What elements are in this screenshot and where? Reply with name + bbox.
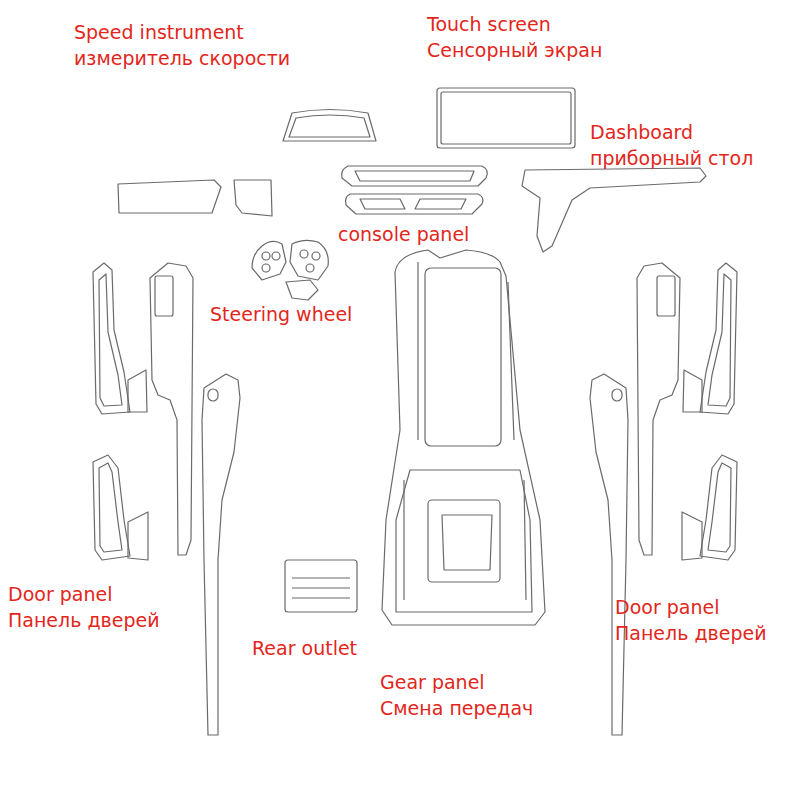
part-label: измеритель скорости: [74, 46, 290, 70]
part-label: Панель дверей: [615, 621, 767, 645]
part-label: приборный стол: [590, 146, 753, 170]
part-label: Dashboard: [590, 120, 693, 144]
part-label: Speed instrument: [74, 20, 244, 44]
part-label: Touch screen: [427, 12, 551, 36]
part-label: Gear panel: [380, 670, 485, 694]
part-label: Door panel: [8, 582, 112, 606]
part-label: Панель дверей: [8, 608, 160, 632]
part-label: Steering wheel: [210, 302, 352, 326]
part-label: Смена передач: [380, 696, 533, 720]
part-label: Door panel: [615, 595, 719, 619]
part-label: Сенсорный экран: [427, 38, 602, 62]
part-label: Rear outlet: [252, 636, 357, 660]
part-label: console panel: [338, 222, 469, 246]
